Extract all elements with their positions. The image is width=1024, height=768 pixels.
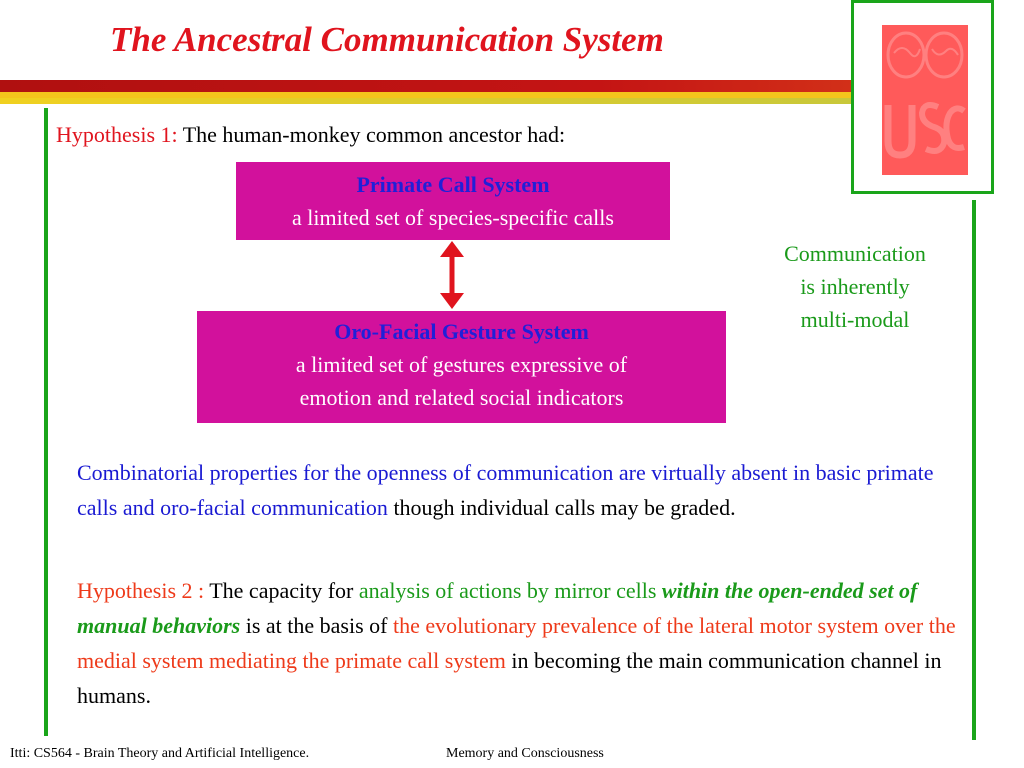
multimodal-note: Communication is inherently multi-modal <box>752 237 958 336</box>
logo-frame <box>851 0 994 194</box>
stripe-olive <box>0 98 855 104</box>
footer-course: Itti: CS564 - Brain Theory and Artificia… <box>10 746 310 761</box>
note-line-1: Communication <box>784 241 926 266</box>
footer-topic: Memory and Consciousness <box>446 746 604 761</box>
right-rule <box>972 200 976 740</box>
note-line-2: is inherently <box>800 274 910 299</box>
primate-call-system-description: a limited set of species-specific calls <box>292 205 614 230</box>
hypothesis-2-text-3: in becoming the main communication chann… <box>77 648 942 708</box>
note-line-3: multi-modal <box>800 307 910 332</box>
hypothesis-2-text-2: is at the basis of <box>240 613 393 638</box>
usc-logo-graphic <box>884 31 966 159</box>
hypothesis-2-evolutionary-prevalence: the evolutionary prevalence of the later… <box>77 613 956 673</box>
oro-facial-gesture-system-heading: Oro-Facial Gesture System <box>334 319 589 344</box>
primate-call-system-heading: Primate Call System <box>356 172 550 197</box>
left-rule <box>44 108 48 736</box>
stripe-yellow <box>0 92 855 98</box>
combinatorial-paragraph: Combinatorial properties for the opennes… <box>77 455 962 525</box>
primate-call-system-box: Primate Call System a limited set of spe… <box>236 162 670 240</box>
combinatorial-black-text: though individual calls may be graded. <box>387 495 736 520</box>
oro-facial-description-line-2: emotion and related social indicators <box>299 385 624 410</box>
hypothesis-1-label: Hypothesis 1: <box>56 122 178 147</box>
double-headed-vertical-arrow-icon <box>440 241 464 309</box>
hypothesis-1: Hypothesis 1: The human-monkey common an… <box>56 122 565 148</box>
stripe-dark-red <box>0 80 855 92</box>
hypothesis-2-text-1: The capacity for <box>204 578 359 603</box>
usc-logo <box>882 25 968 175</box>
combinatorial-blue-text: Combinatorial properties for the opennes… <box>77 460 934 520</box>
slide-title: The Ancestral Communication System <box>110 20 664 59</box>
hypothesis-2-label: Hypothesis 2 : <box>77 578 205 603</box>
oro-facial-description-line-1: a limited set of gestures expressive of <box>295 352 628 377</box>
hypothesis-2-paragraph: Hypothesis 2 : The capacity for analysis… <box>77 573 962 713</box>
hypothesis-2-mirror-cells: analysis of actions by mirror cells <box>358 578 657 603</box>
hypothesis-2-manual-behaviors: within the open-ended set of manual beha… <box>77 578 918 638</box>
oro-facial-gesture-system-box: Oro-Facial Gesture System a limited set … <box>197 311 726 423</box>
hypothesis-1-text: The human-monkey common ancestor had: <box>177 122 566 147</box>
